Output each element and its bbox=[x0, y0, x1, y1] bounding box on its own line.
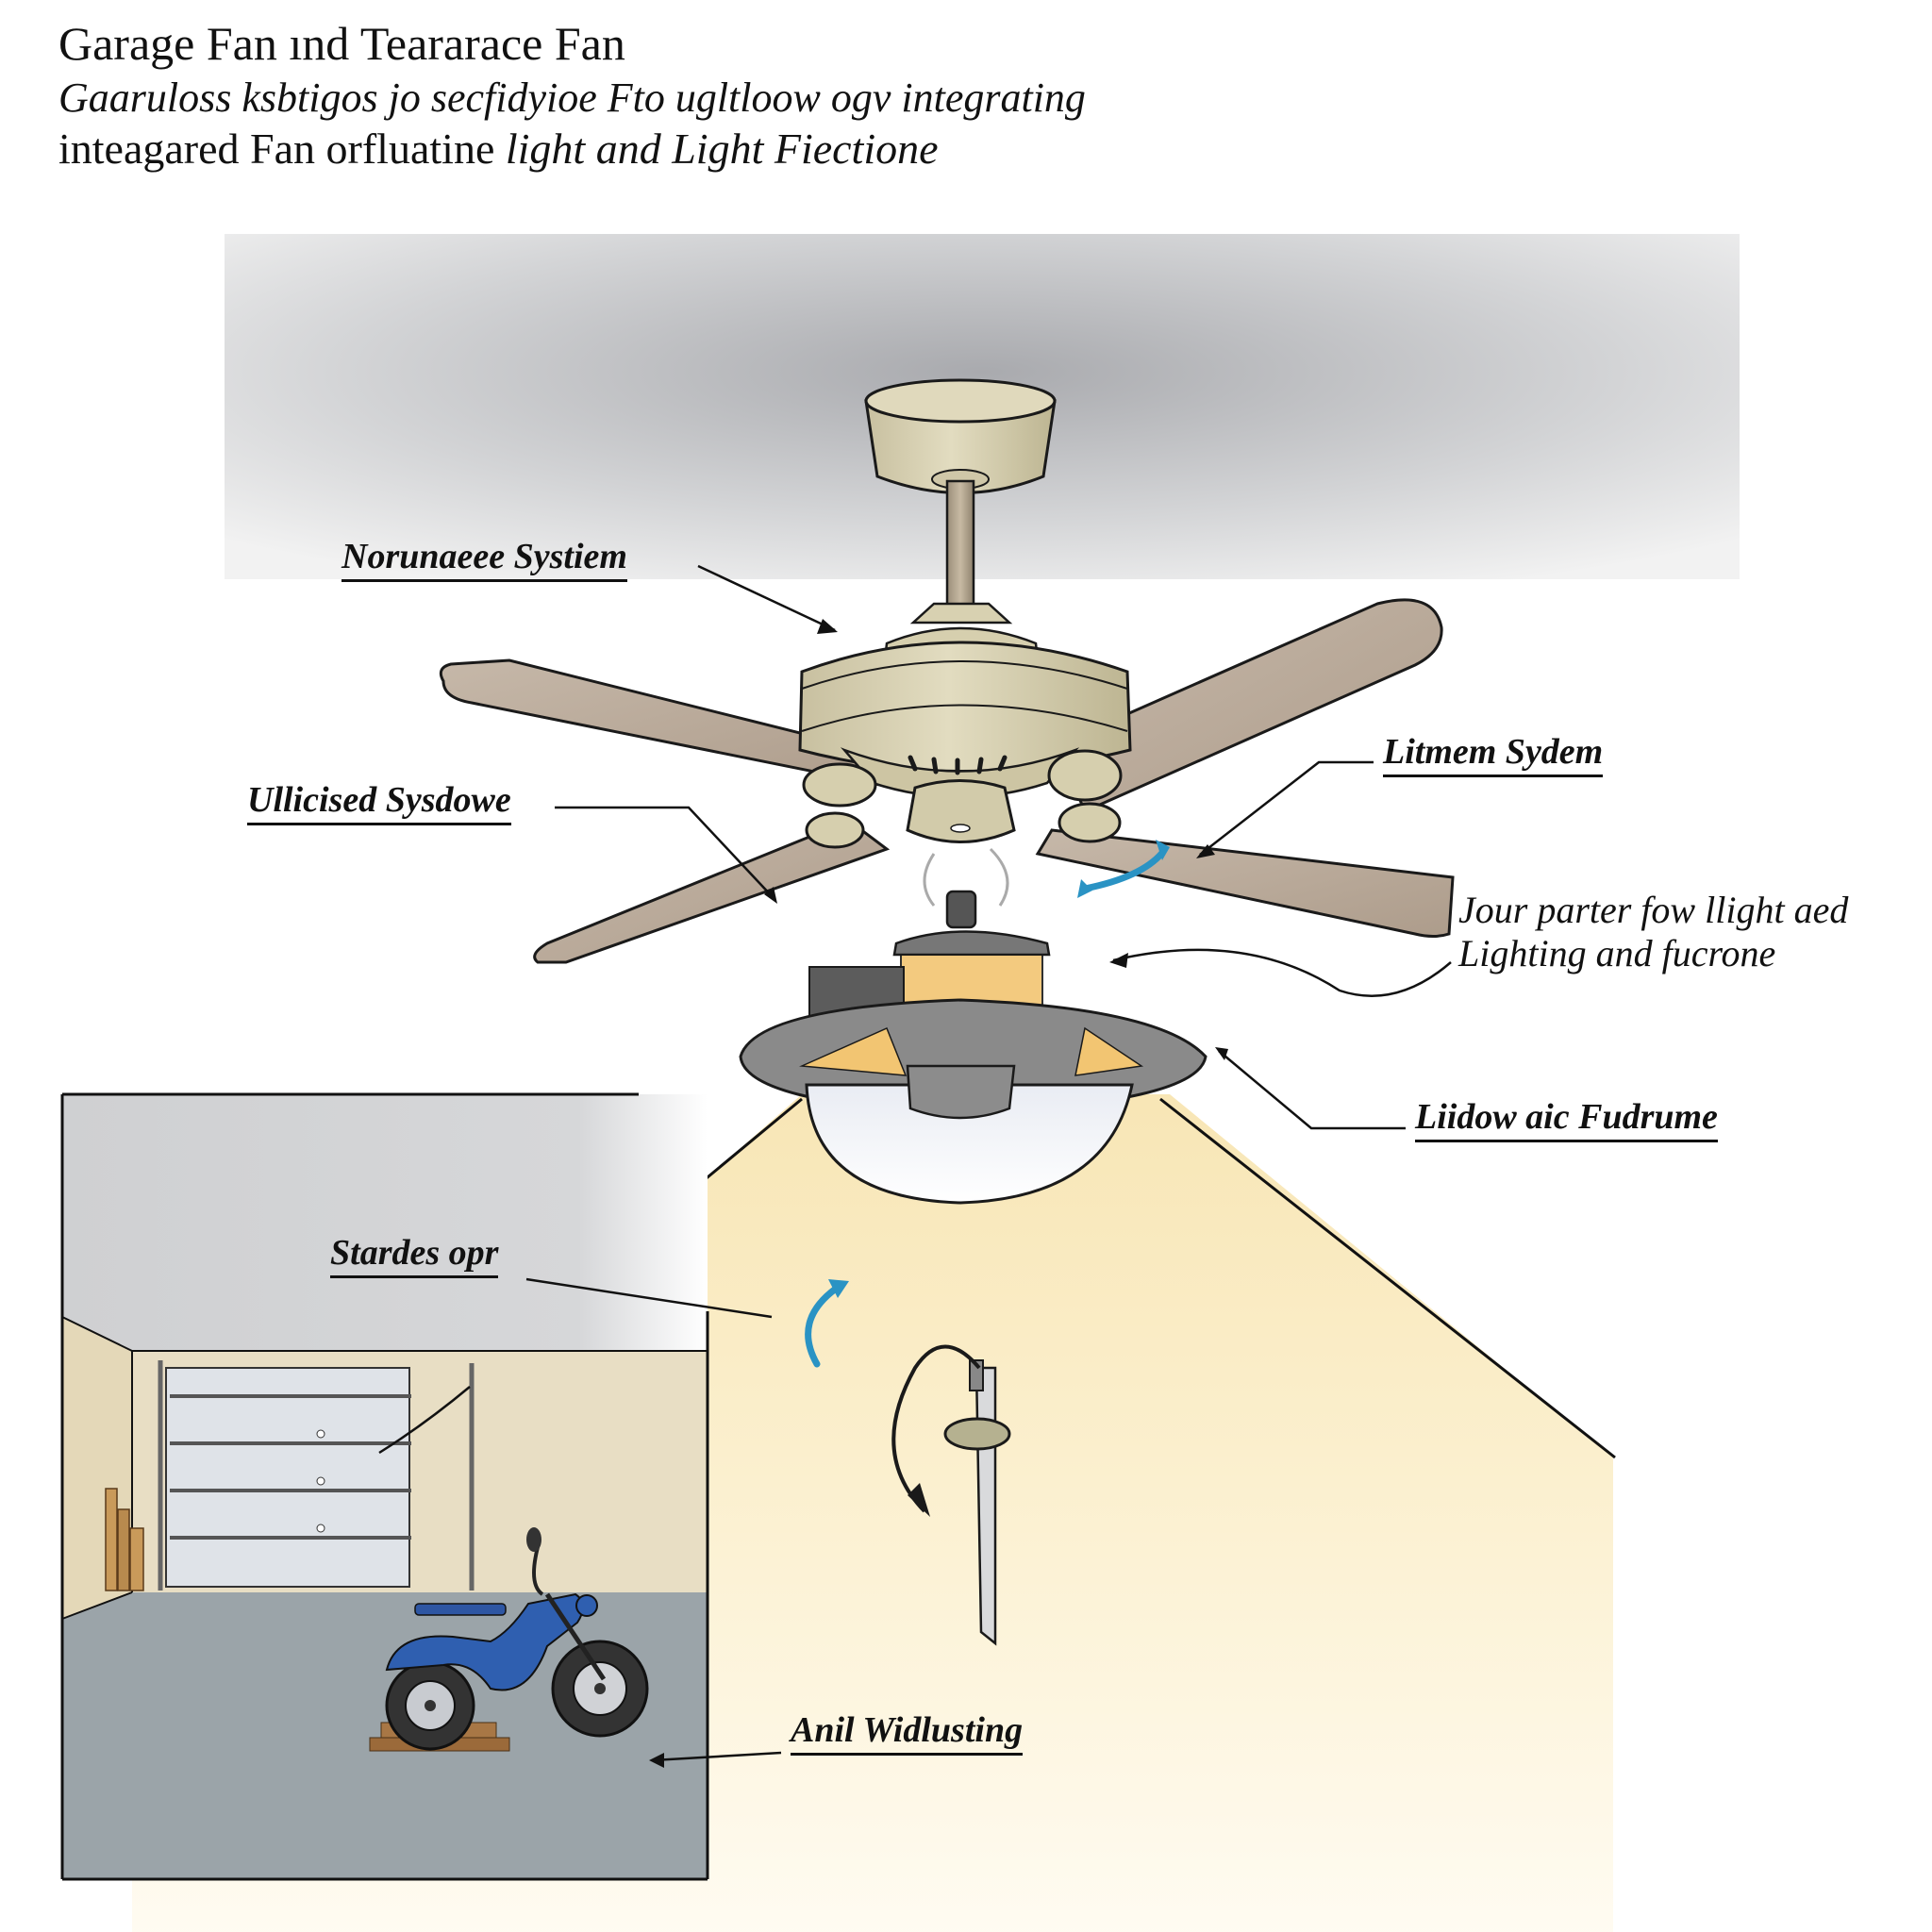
leader-litmem bbox=[1199, 760, 1374, 856]
blade-lower-right bbox=[1035, 828, 1455, 938]
leader-jour bbox=[1112, 948, 1452, 997]
removable-blade-sketch bbox=[891, 1344, 1011, 1646]
leader-liidow bbox=[1218, 1050, 1406, 1130]
label-normal-system: Norunaeee Systiem bbox=[341, 536, 627, 582]
label-light-kit-line-1: Jour parter fow llight aed bbox=[1458, 889, 1849, 931]
page-title: Garage Fan ınd Teararace Fan bbox=[58, 17, 625, 70]
label-light-kit-description: Jour parter fow llight aed Lighting and … bbox=[1458, 889, 1848, 975]
leader-arrowheads bbox=[649, 619, 1228, 1768]
leader-garage-door bbox=[378, 1386, 471, 1455]
label-litmem-system: Litmem Sydem bbox=[1383, 731, 1604, 777]
label-light-fixture: Liidow aic Fudrume bbox=[1415, 1096, 1718, 1142]
label-stardes: Stardes opr bbox=[330, 1232, 499, 1278]
title-block: Garage Fan ınd Teararace Fan Gaaruloss k… bbox=[58, 13, 1086, 175]
leader-ullicised bbox=[555, 806, 774, 899]
fan-motor-housing bbox=[798, 602, 1132, 849]
blade-right bbox=[1055, 598, 1443, 813]
subtitle-line-2-italic: light and Light Fiectione bbox=[505, 125, 939, 173]
ceiling-canopy bbox=[864, 378, 1057, 494]
subtitle-line-2-regular: inteagared Fan orfluatine bbox=[58, 125, 495, 173]
airflow-arrow-icons bbox=[805, 849, 1166, 1368]
label-ullicised-system: Ullicised Sysdowe bbox=[247, 779, 511, 825]
light-cone-edge-right bbox=[1159, 1097, 1616, 1459]
wood-planks bbox=[105, 1488, 144, 1591]
leader-stardes bbox=[525, 1277, 773, 1319]
subtitle-line-2: inteagared Fan orfluatine light and Ligh… bbox=[58, 123, 1086, 175]
subtitle-line-1: Gaaruloss ksbtigos jo secfidyioe Fto ugl… bbox=[58, 75, 1086, 121]
blade-lower-left bbox=[533, 819, 891, 964]
garage-door bbox=[158, 1360, 475, 1591]
motorcycle bbox=[369, 1527, 649, 1752]
label-light-kit-line-2: Lighting and fucrone bbox=[1458, 932, 1776, 974]
garage-inset bbox=[60, 1092, 709, 1881]
airflow-arrow-upper-icon bbox=[1081, 849, 1166, 892]
leader-normal-system bbox=[697, 564, 836, 632]
leader-anil bbox=[652, 1751, 782, 1762]
fan-blades bbox=[439, 598, 1455, 964]
label-anil-widlusting: Anil Widlusting bbox=[791, 1709, 1024, 1756]
leader-lines bbox=[378, 564, 1452, 1762]
light-kit bbox=[739, 847, 1208, 1205]
airflow-arrow-lower-icon bbox=[805, 1285, 840, 1368]
downrod bbox=[945, 479, 975, 615]
